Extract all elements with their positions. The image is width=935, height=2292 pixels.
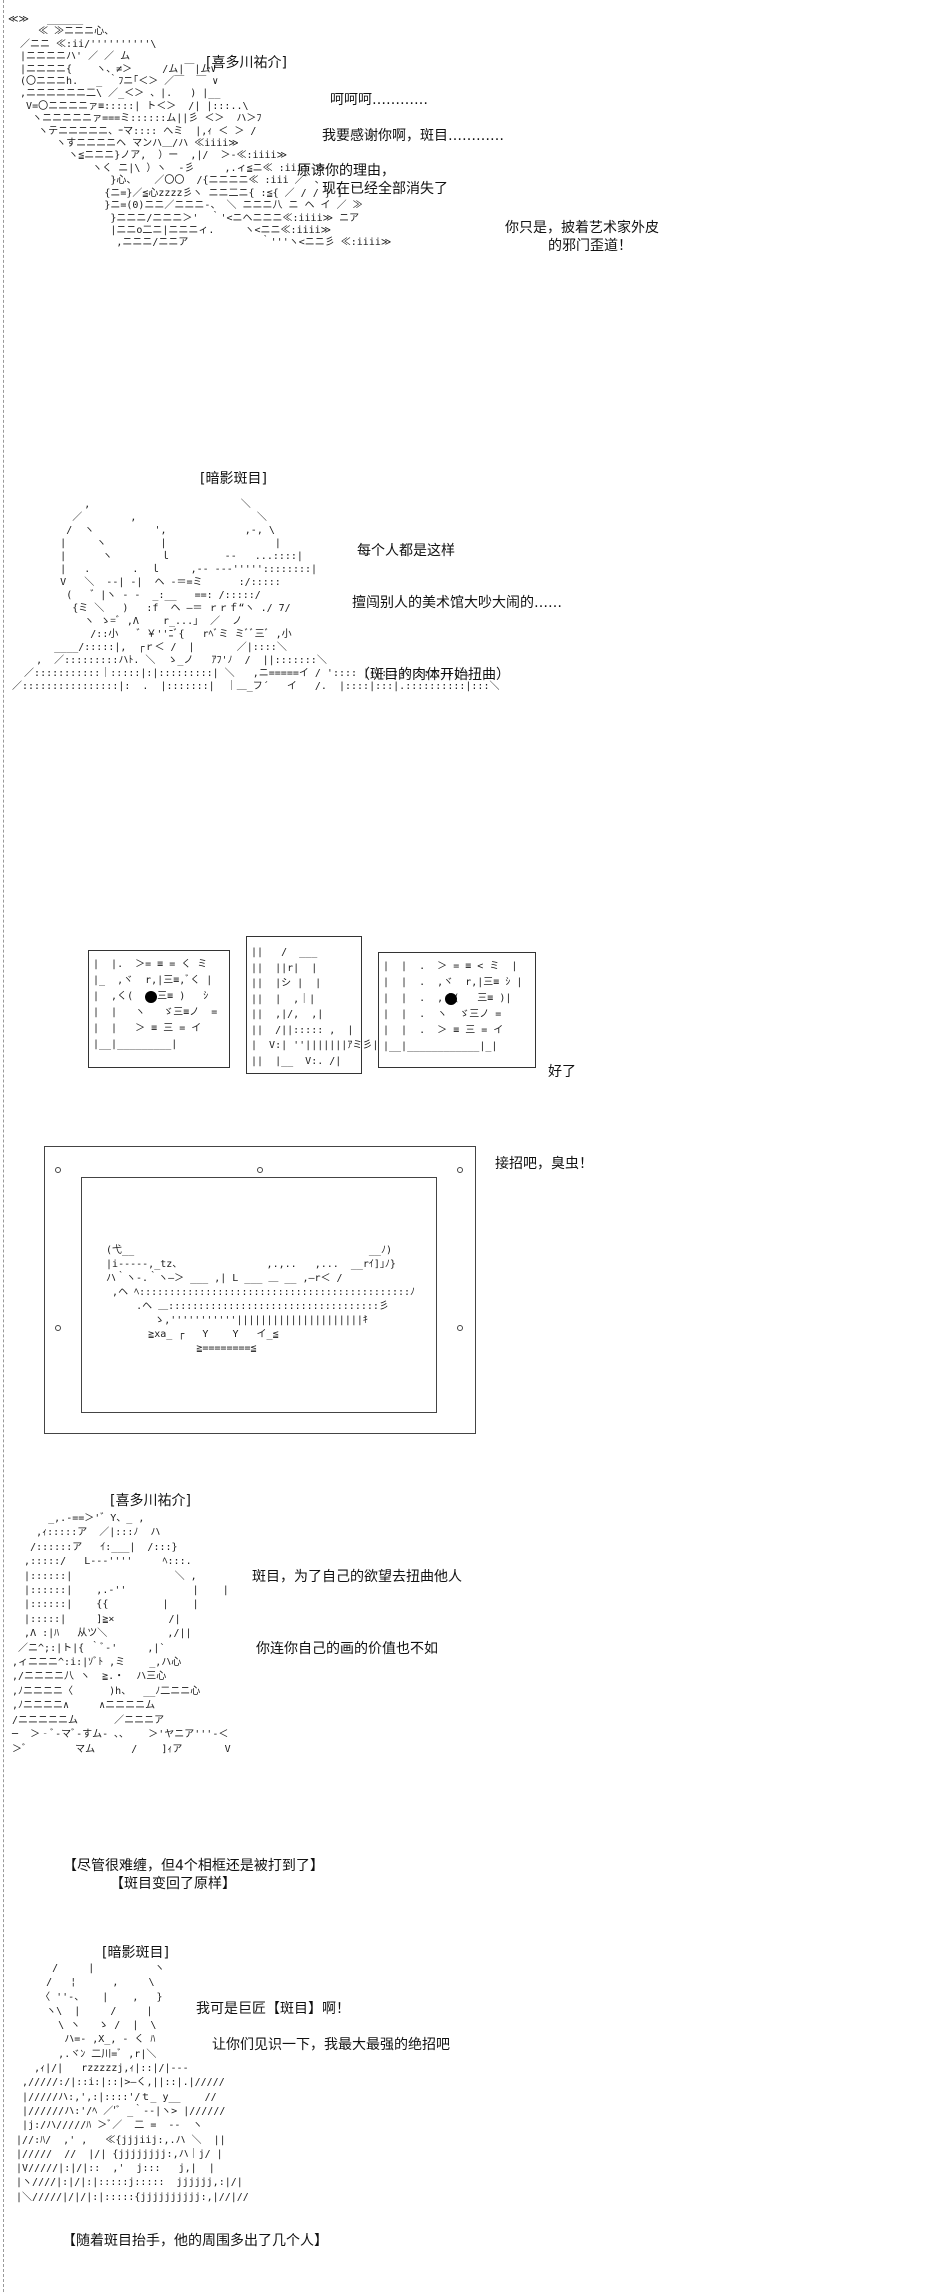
frame-screw: [457, 1325, 463, 1331]
dialogue-line: 好了: [548, 1064, 576, 1080]
dialogue-line: 擅闯别人的美术馆大吵大闹的……: [352, 595, 562, 611]
frame-screw: [55, 1167, 61, 1173]
speaker-label-yusuke: [喜多川祐介]: [110, 1493, 191, 1509]
dialogue-line: 你连你自己的画的价值也不如: [256, 1641, 438, 1657]
dialogue-line: 接招吧，臭虫！: [495, 1156, 593, 1172]
narration-line: 【斑目变回了原样】: [110, 1876, 236, 1892]
dialogue-line: 我可是巨匠【斑目】啊！: [196, 2001, 350, 2017]
dialogue-line: 你只是，披着艺术家外皮: [505, 220, 659, 236]
painting-eye-right: [445, 993, 457, 1005]
painting-face-right: | | . ＞ = ≡ < ミ | | | . ,ヾ r,|三≡ ｼ | | |…: [383, 961, 523, 1052]
yusuke-closeup-ascii-art: _,.-==＞'゛Y、_ , ,ｨ:::::ア ／|:::ﾉ ハ /::::::…: [12, 1513, 231, 1755]
shadow-madarame-crowd-ascii-art: / | ヽ / ¦ , \ 〈 ''‐、 | , } ヽ\ | / | \ ヽ …: [16, 1963, 249, 2203]
painting-frame-center: || / ___ || ||r| | || |シ | | || | ,｜| ||…: [246, 936, 378, 1074]
frame-screw: [457, 1167, 463, 1173]
dialogue-line: 原谅你的理由，: [297, 163, 395, 179]
painting-eye-left: [145, 991, 157, 1003]
dialogue-line: 的邪门歪道！: [548, 238, 632, 254]
shadow-madarame-ascii-art: , ＼ ／ , ＼ / ヽ ', ,-, \ | ヽ | | | ヽ ｌ --: [12, 499, 500, 692]
speaker-label-shadow-madarame: [暗影斑目]: [200, 471, 267, 487]
yusuke-ascii-art: ≪≫ ______ ≪ ≫ニニニ心、 ／ニニ ≪:ii/''''''''''\ …: [8, 14, 392, 249]
narration-line: 【随着斑目抬手，他的周围多出了几个人】: [62, 2233, 328, 2249]
painting-frame-right: | | . ＞ = ≡ < ミ | | | . ,ヾ r,|三≡ ｼ | | |…: [378, 952, 536, 1068]
narration-line: （斑目的肉体开始扭曲）: [356, 667, 510, 683]
dialogue-line: 呵呵呵…………: [330, 92, 428, 108]
speaker-label-shadow-madarame: [暗影斑目]: [102, 1945, 169, 1961]
frame-screw: [257, 1167, 263, 1173]
large-picture-frame: (弋__ __ﾉ) |i----‐,_tz、 ,.,.. ,... __rｲ]｣…: [44, 1146, 476, 1434]
speaker-label-yusuke: [喜多川祐介]: [206, 55, 287, 71]
left-margin-rule: [3, 0, 4, 2292]
frame-screw: [55, 1325, 61, 1331]
dialogue-line: 现在已经全部消失了: [322, 181, 448, 197]
painting-face-left: | |. ＞= ≡ = く ミ |_ ,ヾ r,|三≡,ﾞく | | ,く( 三…: [93, 959, 218, 1050]
mouth-ascii-art: (弋__ __ﾉ) |i----‐,_tz、 ,.,.. ,... __rｲ]｣…: [106, 1245, 416, 1354]
dialogue-line: 每个人都是这样: [357, 543, 455, 559]
dialogue-line: 让你们见识一下，我最大最强的绝招吧: [212, 2037, 450, 2053]
inner-canvas: (弋__ __ﾉ) |i----‐,_tz、 ,.,.. ,... __rｲ]｣…: [81, 1177, 437, 1413]
narration-line: 【尽管很难缠，但4个相框还是被打到了】: [63, 1858, 324, 1874]
dialogue-line: 我要感谢你啊，斑目…………: [322, 128, 504, 144]
painting-frame-left: | |. ＞= ≡ = く ミ |_ ,ヾ r,|三≡,ﾞく | | ,く( 三…: [88, 950, 230, 1068]
dialogue-line: 斑目，为了自己的欲望去扭曲他人: [252, 1569, 462, 1585]
painting-figure-center: || / ___ || ||r| | || |シ | | || | ,｜| ||…: [251, 947, 379, 1067]
